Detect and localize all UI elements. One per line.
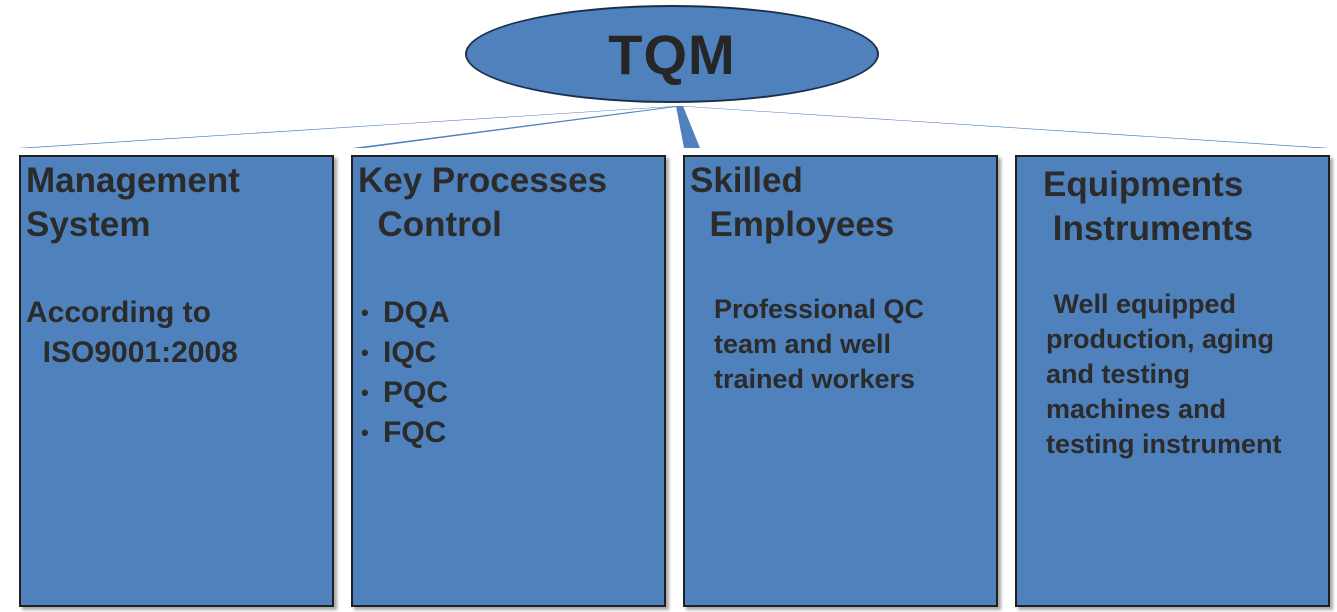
list-item: •FQC bbox=[361, 416, 447, 449]
connector-processes bbox=[352, 106, 683, 148]
key-processes-list: •DQA •IQC •PQC •FQC bbox=[361, 293, 450, 453]
list-item: •PQC bbox=[361, 376, 449, 409]
management-system-body: According to ISO9001:2008 bbox=[26, 296, 238, 369]
management-system-title: Management System bbox=[26, 161, 240, 244]
key-processes-box: Key Processes Control •DQA •IQC •PQC •FQ… bbox=[351, 155, 666, 607]
equipments-instruments-box: Equipments Instruments Well equipped pro… bbox=[1015, 155, 1330, 607]
tqm-ellipse: TQM bbox=[465, 5, 879, 103]
skilled-employees-title: Skilled Employees bbox=[690, 161, 895, 244]
connector-fan bbox=[18, 106, 1330, 148]
connector-employees bbox=[676, 106, 700, 148]
connector-management bbox=[18, 106, 683, 148]
connector-equipment bbox=[676, 106, 1330, 148]
equipments-instruments-body: Well equipped production, aging and test… bbox=[1046, 289, 1282, 459]
list-item: •IQC bbox=[361, 336, 437, 369]
key-processes-title: Key Processes Control bbox=[358, 161, 608, 244]
tqm-title: TQM bbox=[608, 22, 736, 86]
skilled-employees-box: Skilled Employees Professional QC team a… bbox=[683, 155, 998, 607]
list-item: •DQA bbox=[361, 296, 450, 329]
management-system-box: Management System According to ISO9001:2… bbox=[19, 155, 334, 607]
skilled-employees-body: Professional QC team and well trained wo… bbox=[714, 294, 925, 394]
equipments-instruments-title: Equipments Instruments bbox=[1043, 165, 1254, 248]
